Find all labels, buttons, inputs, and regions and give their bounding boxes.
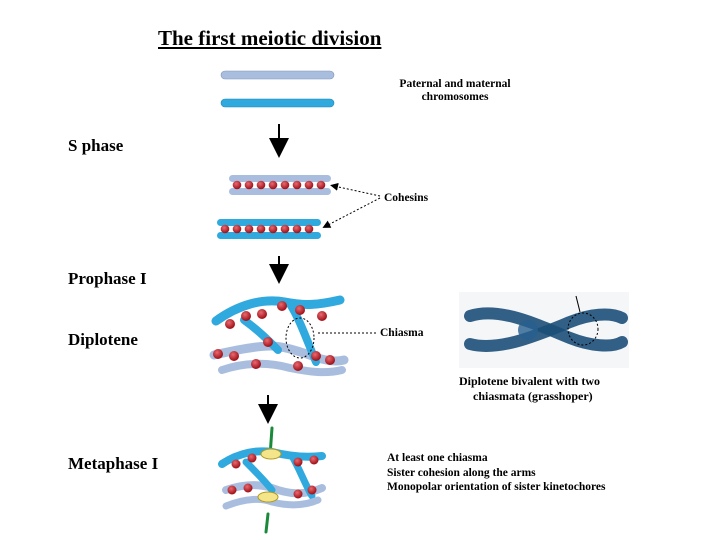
- chromosomes-label-line2: chromosomes: [421, 91, 489, 103]
- cohesin-row: [232, 180, 326, 190]
- cohesin-pointer: [330, 182, 381, 197]
- parental-chromosomes: [220, 70, 335, 108]
- cohesin-pointer: [322, 197, 381, 228]
- micrograph-image: [459, 292, 629, 368]
- cohesin-beads: [213, 301, 335, 371]
- sister-chromatid: [217, 219, 321, 226]
- chiasma-label: Chiasma: [380, 327, 424, 339]
- paternal-chromosome: [220, 70, 335, 80]
- micrograph-pointer: [575, 295, 581, 313]
- stage-label-prophase: Prophase I: [68, 269, 147, 288]
- stage-label-s-phase: S phase: [68, 136, 124, 155]
- metaphase-note-3: Monopolar orientation of sister kinetoch…: [387, 481, 606, 493]
- page-title: The first meiotic division: [158, 26, 382, 50]
- diplotene-bivalent: [209, 295, 349, 377]
- micrograph-caption: Diplotene bivalent with two chiasmata (g…: [459, 374, 600, 404]
- metaphase-bivalent: [218, 426, 326, 534]
- stage-label-metaphase: Metaphase I: [68, 454, 159, 473]
- chiasma-circle: [285, 317, 315, 359]
- micrograph-caption-line2: chiasmata (grasshoper): [473, 389, 593, 403]
- chromosomes-label: Paternal and maternal chromosomes: [385, 78, 525, 104]
- cohesin-beads: [227, 453, 319, 499]
- maternal-chromosome: [220, 98, 335, 108]
- metaphase-note-1: At least one chiasma: [387, 452, 488, 464]
- cohesin-row: [220, 224, 314, 234]
- chromosomes-label-line1: Paternal and maternal: [399, 78, 511, 90]
- micrograph-caption-line1: Diplotene bivalent with two: [459, 374, 600, 388]
- cohesins-label: Cohesins: [384, 192, 429, 204]
- replicated-chromosomes: [217, 175, 331, 239]
- metaphase-notes: At least one chiasma Sister cohesion alo…: [387, 451, 606, 495]
- stage-label-diplotene: Diplotene: [68, 330, 138, 349]
- sister-chromatid: [229, 175, 331, 182]
- sister-chromatid: [229, 188, 331, 195]
- micrograph-chiasma-circle: [567, 312, 599, 346]
- metaphase-note-2: Sister cohesion along the arms: [387, 466, 536, 479]
- sister-chromatid: [217, 232, 321, 239]
